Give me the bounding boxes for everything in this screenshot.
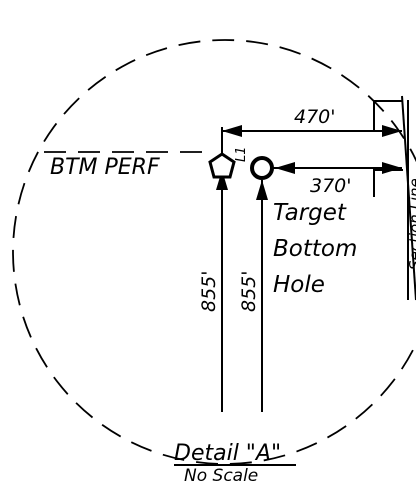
detail-title: Detail "A"	[174, 441, 281, 466]
dim-470-extension	[373, 100, 403, 132]
dim-370-arrow-right	[382, 162, 402, 174]
btm-perf-label: BTM PERF	[50, 155, 160, 180]
target-label-line3: Hole	[273, 272, 325, 298]
dim-855-left-arrow	[216, 170, 228, 190]
dim-855-left-label: 855'	[198, 271, 220, 313]
btm-perf-pentagon-icon	[208, 152, 236, 179]
detail-subtitle: No Scale	[184, 466, 258, 481]
dim-855-right-arrow	[256, 180, 268, 200]
target-label-line2: Bottom	[273, 236, 357, 262]
dim-855-right-label: 855'	[238, 271, 260, 313]
target-label-line1: Target	[273, 200, 347, 226]
dim-370-label: 370'	[310, 175, 352, 197]
target-bottom-hole-icon	[250, 156, 274, 180]
section-line-label: Section Line	[406, 178, 416, 270]
detail-boundary-circle	[12, 39, 416, 465]
dim-470-arrow-right	[382, 125, 402, 137]
dim-370-extension	[373, 169, 403, 197]
dim-470-label: 470'	[294, 106, 336, 128]
l1-marker-label: L1	[234, 146, 249, 162]
dim-370-arrow-left	[275, 162, 295, 174]
dim-470-arrow-left	[222, 125, 242, 137]
